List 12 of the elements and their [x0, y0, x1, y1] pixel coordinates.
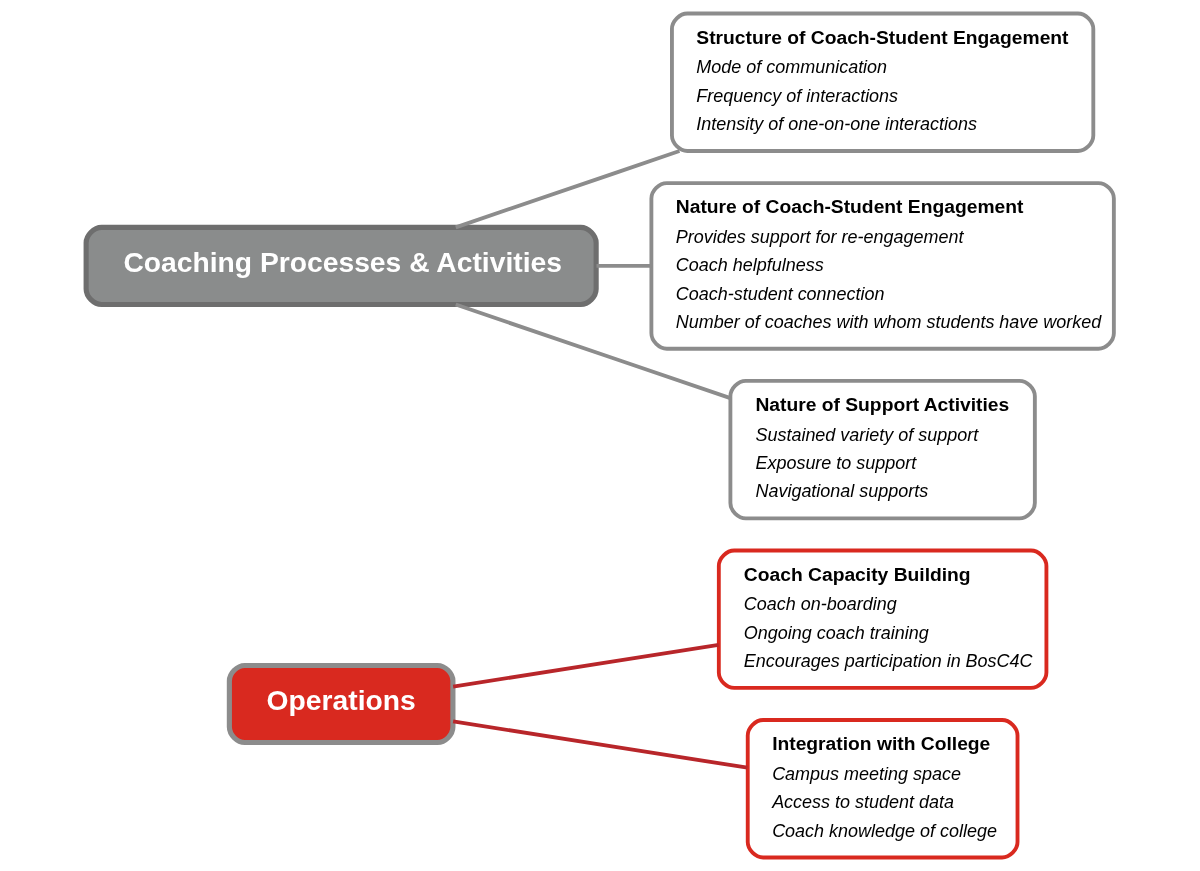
node-box: Structure of Coach-Student Engagement Mode of communication Frequency of interactions Intensity of one-on-one interactions	[670, 11, 1096, 153]
node-box: Coaching Processes & Activities	[83, 224, 599, 308]
node-box: Coach Capacity Building Coach on-boarding Ongoing coach training Encourages participation in BosC4C	[716, 548, 1049, 690]
connector	[596, 264, 652, 268]
node-box: Nature of Coach-Student Engagement Provides support for re-engagement Coach helpfulness Coach-student connection Number of coaches with whom students have worked	[649, 181, 1116, 351]
node-box: Integration with College Campus meeting space Access to student data Coach knowledge of college	[745, 718, 1020, 860]
node-box: Operations	[226, 662, 456, 746]
connector	[455, 302, 731, 400]
connector	[455, 149, 681, 230]
connector	[452, 642, 719, 689]
node-box: Nature of Support Activities Sustained variety of support Exposure to support Navigational supports	[728, 378, 1037, 521]
connector	[452, 719, 748, 770]
